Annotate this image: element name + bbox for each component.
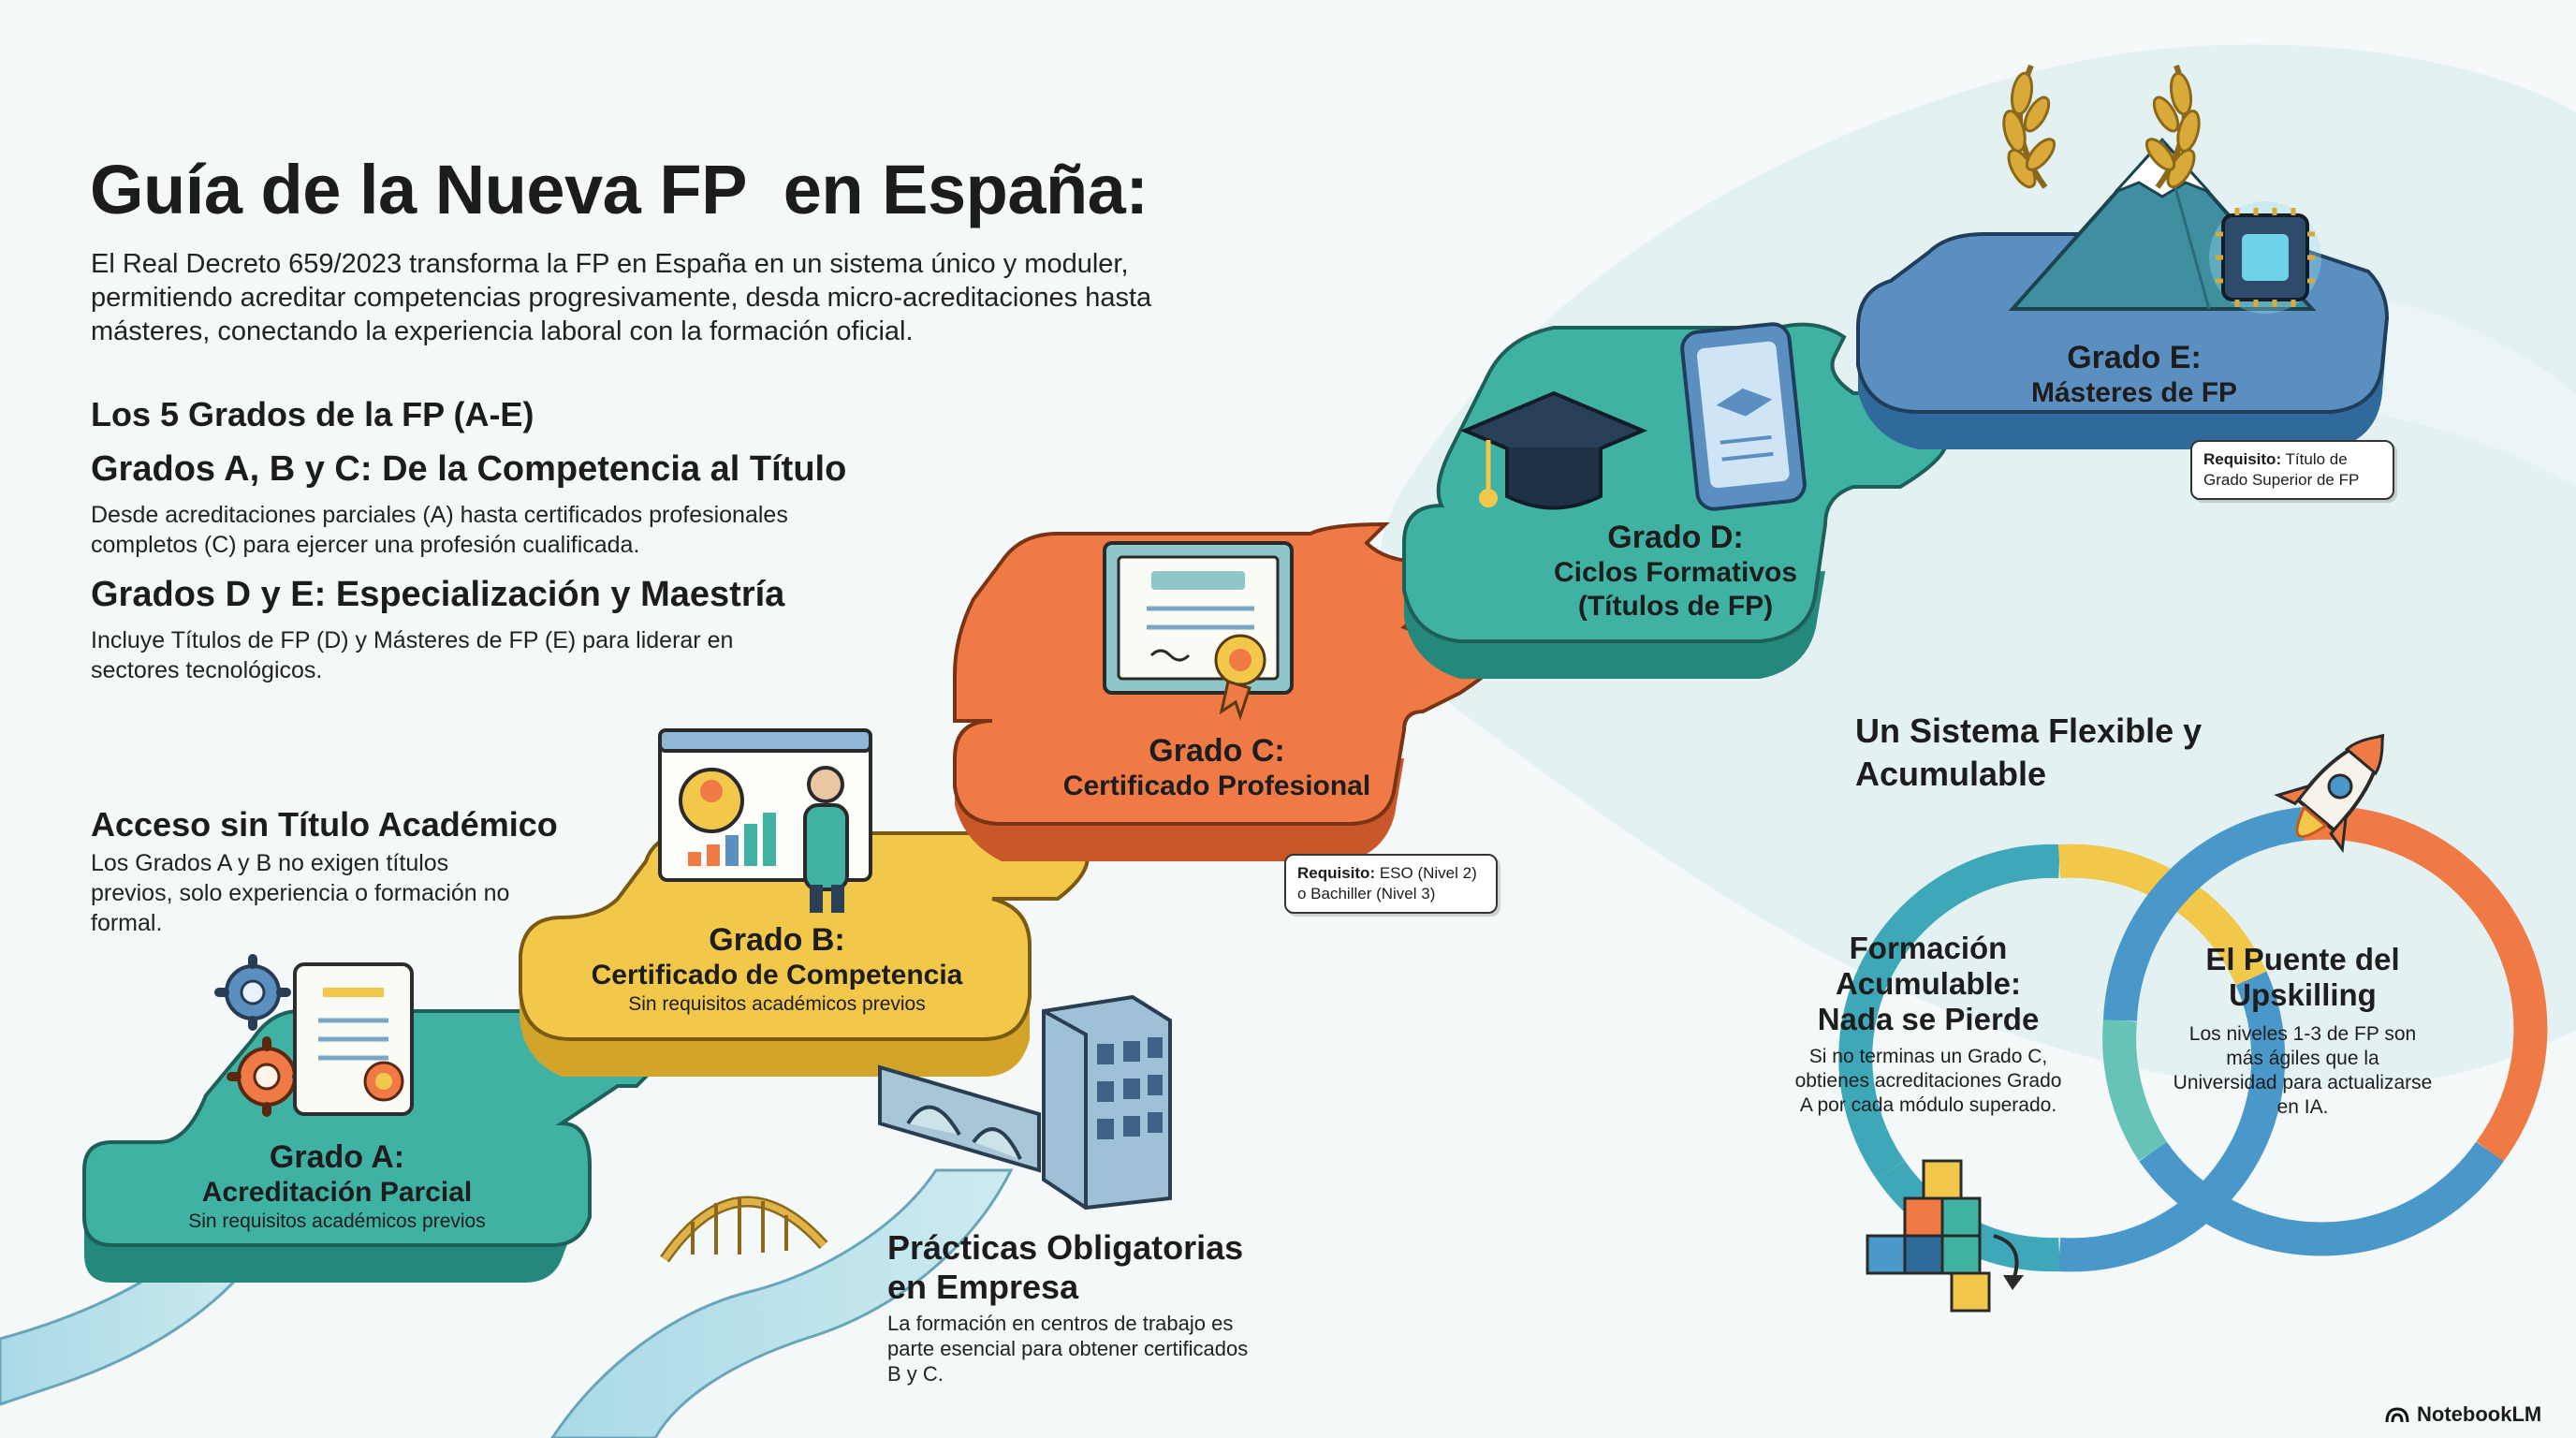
grade-d-subtitle: Ciclos Formativos bbox=[1553, 557, 1798, 588]
bridge-icon bbox=[660, 1196, 828, 1263]
grade-c-title: Grado C: bbox=[1149, 733, 1285, 769]
grade-a-note: Sin requisitos académicos previos bbox=[188, 1211, 486, 1232]
building-icon bbox=[1042, 994, 1172, 1211]
grade-b-subtitle: Certificado de Competencia bbox=[591, 960, 963, 990]
practicas-heading: Prácticas Obligatorias en Empresa bbox=[887, 1228, 1244, 1306]
accumulable-text: Si no terminas un Grado C, obtienes acre… bbox=[1794, 1046, 2062, 1116]
abc-text: Desde acreditaciones parciales (A) hasta… bbox=[91, 502, 788, 558]
grade-c-requirement: Requisito: ESO (Nivel 2) o Bachiller (Ni… bbox=[1284, 854, 1498, 914]
de-heading: Grados D y E: Especialización y Maestría bbox=[91, 575, 785, 614]
grade-d-title: Grado D: bbox=[1607, 520, 1744, 555]
grados-heading: Los 5 Grados de la FP (A-E) bbox=[91, 395, 534, 433]
grade-c-label: Grado C: Certificado Profesional bbox=[1020, 732, 1413, 803]
grade-a-title: Grado A: bbox=[269, 1139, 405, 1175]
grade-a-platform bbox=[82, 1009, 699, 1283]
acceso-heading: Acceso sin Título Académico bbox=[91, 805, 558, 844]
practicas-text: La formación en centros de trabajo es pa… bbox=[887, 1312, 1249, 1386]
presentation-icon bbox=[658, 728, 872, 913]
upskilling-text: Los niveles 1-3 de FP son más ágiles que… bbox=[2173, 1023, 2433, 1118]
page-title-part-2: en España: bbox=[783, 151, 1149, 228]
infinity-rings bbox=[1838, 805, 2548, 1272]
gear-icon bbox=[227, 1036, 307, 1117]
diploma-icon bbox=[1103, 541, 1294, 721]
accumulable-heading: Formación Acumulable: Nada se Pierde bbox=[1817, 931, 2040, 1036]
grade-c-req-text: ESO (Nivel 2) o Bachiller (Nivel 3) bbox=[1297, 864, 1477, 902]
graduation-cap-icon bbox=[1459, 390, 1648, 510]
blocks-icon bbox=[1866, 1159, 2024, 1313]
grade-d-subtitle-2: (Títulos de FP) bbox=[1577, 591, 1774, 622]
tablet-icon bbox=[1680, 322, 1807, 511]
grade-e-requirement: Requisito: Título de Grado Superior de F… bbox=[2190, 440, 2394, 500]
grade-b-note: Sin requisitos académicos previos bbox=[628, 993, 926, 1015]
bridge-icon bbox=[878, 1064, 1041, 1173]
rocket-icon bbox=[2274, 733, 2385, 854]
de-text: Incluye Títulos de FP (D) y Másteres de … bbox=[91, 627, 734, 683]
gear-icon bbox=[214, 954, 291, 1031]
grade-e-subtitle: Másteres de FP bbox=[2030, 377, 2238, 408]
certificate-icon bbox=[293, 962, 414, 1116]
page-title: Guía de la Nueva FP en España: bbox=[90, 150, 1149, 229]
grade-a-subtitle: Acreditación Parcial bbox=[201, 1177, 473, 1208]
grade-b-title: Grado B: bbox=[709, 922, 845, 958]
laurel-icon bbox=[2002, 64, 2201, 189]
chip-icon bbox=[2209, 201, 2321, 314]
brand-watermark: NotebookLM bbox=[2385, 1402, 2541, 1427]
notebooklm-logo-icon bbox=[2385, 1407, 2409, 1423]
brand-name: NotebookLM bbox=[2417, 1402, 2542, 1426]
intro-text: El Real Decreto 659/2023 transforma la F… bbox=[91, 249, 1152, 346]
grade-e-req-label: Requisito: bbox=[2203, 450, 2282, 468]
upskilling-heading: El Puente del Upskilling bbox=[2205, 942, 2400, 1012]
grade-c-subtitle: Certificado Profesional bbox=[1062, 770, 1371, 801]
grade-e-label: Grado E: Másteres de FP bbox=[1938, 339, 2331, 410]
acceso-text: Los Grados A y B no exigen títulos previ… bbox=[91, 850, 510, 936]
abc-heading: Grados A, B y C: De la Competencia al Tí… bbox=[91, 449, 847, 489]
grade-c-req-label: Requisito: bbox=[1297, 864, 1376, 882]
system-heading: Un Sistema Flexible y Acumulable bbox=[1855, 712, 2203, 793]
page-title-part-1: Guía de la Nueva FP bbox=[90, 151, 746, 228]
grade-b-platform bbox=[519, 831, 1090, 1077]
grade-d-label: Grado D: Ciclos Formativos (Títulos de F… bbox=[1479, 519, 1872, 624]
grade-e-title: Grado E: bbox=[2067, 340, 2202, 375]
grade-a-label: Grado A: Acreditación Parcial Sin requis… bbox=[140, 1138, 534, 1234]
grade-b-label: Grado B: Certificado de Competencia Sin … bbox=[552, 921, 1002, 1017]
grade-e-req-text: Título de Grado Superior de FP bbox=[2203, 450, 2360, 489]
